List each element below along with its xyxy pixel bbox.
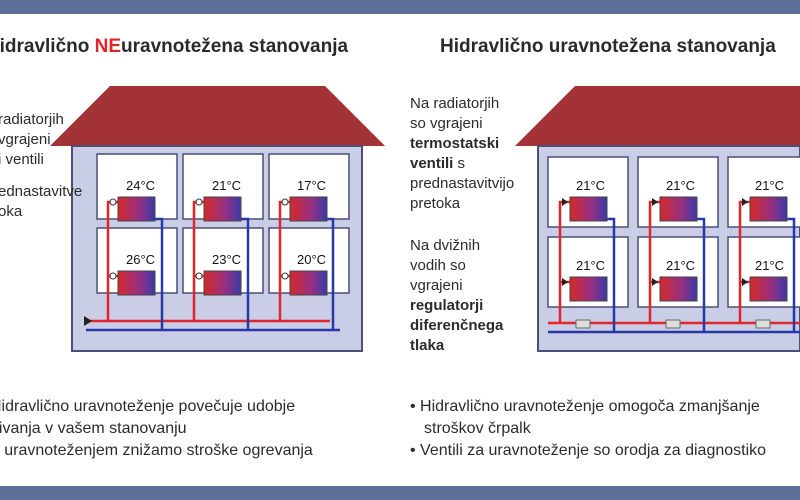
right-text-line: so vgrajeni xyxy=(410,115,483,132)
right-text-line: Na dvižnih xyxy=(410,237,481,254)
radiator xyxy=(117,270,156,296)
temperature-label: 21°C xyxy=(666,258,695,273)
right-text-line: pretoka xyxy=(410,195,461,212)
left-title-prefix: hidravlično xyxy=(0,36,90,57)
temperature-label: 21°C xyxy=(212,178,241,193)
right-text-line: Na radiatorjih xyxy=(410,95,500,112)
right-text-line: s xyxy=(453,155,466,172)
left-pump-icon xyxy=(84,316,92,326)
right-text-valves: Na radiatorjih so vgrajeni termostatski … xyxy=(410,94,514,214)
right-dp-regulators xyxy=(575,319,771,329)
radiator xyxy=(289,196,328,222)
radiator xyxy=(659,196,698,222)
left-riser-return xyxy=(241,217,250,330)
dp-regulator-icon xyxy=(665,319,681,329)
valve-icon xyxy=(109,198,117,206)
radiator xyxy=(749,196,788,222)
thermostatic-valve-icon xyxy=(742,198,748,206)
radiator xyxy=(117,196,156,222)
left-pipes xyxy=(86,200,340,332)
temperature-label: 21°C xyxy=(666,178,695,193)
thermostatic-valve-icon xyxy=(562,278,568,286)
right-radiators xyxy=(569,196,788,302)
right-roof xyxy=(515,86,800,146)
temperature-label: 24°C xyxy=(126,178,155,193)
right-text-line: vgrajeni xyxy=(410,277,463,294)
radiator xyxy=(289,270,328,296)
temperature-label: 26°C xyxy=(126,252,155,267)
radiator xyxy=(659,276,698,302)
left-side-line: ednastavitve xyxy=(0,183,83,200)
left-side-line: i ventili xyxy=(0,151,44,168)
dp-regulator-icon xyxy=(755,319,771,329)
right-bullet-line: • Hidravlično uravnoteženje omogoča zman… xyxy=(410,398,760,415)
right-text-line: vodih so xyxy=(410,257,466,274)
right-bullet-line: stroškov črpalk xyxy=(424,420,531,437)
temperature-label: 21°C xyxy=(755,178,784,193)
right-text-bold: diferenčnega xyxy=(410,317,504,334)
thermostatic-valve-icon xyxy=(562,198,568,206)
right-text-regulators: Na dvižnih vodih so vgrajeni regulatorji… xyxy=(410,236,503,356)
temperature-label: 20°C xyxy=(297,252,326,267)
radiator xyxy=(203,196,242,222)
left-riser-return xyxy=(155,217,164,330)
left-bullet-line: bivanja v vašem stanovanju xyxy=(0,420,187,437)
valve-icon xyxy=(109,272,117,280)
diagram: 24°C 21°C 17°C 26°C 23°C 20°C xyxy=(50,86,800,352)
right-riser-return xyxy=(697,217,706,332)
thermostatic-valve-icon xyxy=(742,278,748,286)
right-valves xyxy=(562,198,748,286)
valve-icon xyxy=(281,272,289,280)
left-roof xyxy=(50,86,385,146)
left-bullet-line: Z uravnoteženjem znižamo stroške ogrevan… xyxy=(0,442,313,459)
valve-icon xyxy=(195,198,203,206)
dp-regulator-icon xyxy=(575,319,591,329)
left-riser-return xyxy=(326,217,335,330)
right-text-bold: tlaka xyxy=(410,337,445,354)
right-riser-return xyxy=(607,217,616,332)
temperature-label: 21°C xyxy=(576,178,605,193)
left-radiators xyxy=(117,196,328,296)
valve-icon xyxy=(281,198,289,206)
radiator xyxy=(749,276,788,302)
temperature-label: 17°C xyxy=(297,178,326,193)
right-text-line: prednastavitvijo xyxy=(410,175,515,192)
left-valves xyxy=(109,198,289,280)
left-side-line: vgrajeni xyxy=(0,131,51,148)
radiator xyxy=(203,270,242,296)
content-panel: hidravlično NEuravnotežena stanovanja Hi… xyxy=(0,14,800,486)
right-house: 21°C 21°C 21°C 21°C 21°C 21°C xyxy=(515,86,800,352)
left-side-line: radiatorjih xyxy=(0,111,64,128)
right-text-bold: regulatorji xyxy=(410,297,484,314)
right-temps: 21°C 21°C 21°C 21°C 21°C 21°C xyxy=(576,178,784,273)
temperature-label: 21°C xyxy=(576,258,605,273)
thermostatic-valve-icon xyxy=(652,278,658,286)
left-title: hidravlično NEuravnotežena stanovanja xyxy=(0,36,348,58)
right-title: Hidravlično uravnotežena stanovanja xyxy=(440,36,776,57)
left-bullets: Hidravlično uravnoteženje povečuje udobj… xyxy=(0,396,313,462)
right-riser-return xyxy=(787,217,796,332)
left-bullet-line: Hidravlično uravnoteženje povečuje udobj… xyxy=(0,398,296,415)
right-text-bold: termostatski xyxy=(410,135,500,152)
valve-icon xyxy=(195,272,203,280)
left-title-highlight: NE xyxy=(94,36,122,57)
temperature-label: 23°C xyxy=(212,252,241,267)
right-bullets: • Hidravlično uravnoteženje omogoča zman… xyxy=(410,396,766,462)
left-room xyxy=(182,227,264,294)
left-title-suffix: uravnotežena stanovanja xyxy=(121,36,349,57)
radiator xyxy=(569,196,608,222)
left-house: 24°C 21°C 17°C 26°C 23°C 20°C xyxy=(50,86,385,352)
temperature-label: 21°C xyxy=(755,258,784,273)
radiator xyxy=(569,276,608,302)
left-temps: 24°C 21°C 17°C 26°C 23°C 20°C xyxy=(126,178,326,267)
thermostatic-valve-icon xyxy=(652,198,658,206)
right-text-bold: ventili xyxy=(410,155,454,172)
left-side-line: oka xyxy=(0,203,23,220)
left-side-text: radiatorjih vgrajeni i ventili ednastavi… xyxy=(0,110,82,222)
right-bullet-line: • Ventili za uravnoteženje so orodja za … xyxy=(410,442,767,459)
